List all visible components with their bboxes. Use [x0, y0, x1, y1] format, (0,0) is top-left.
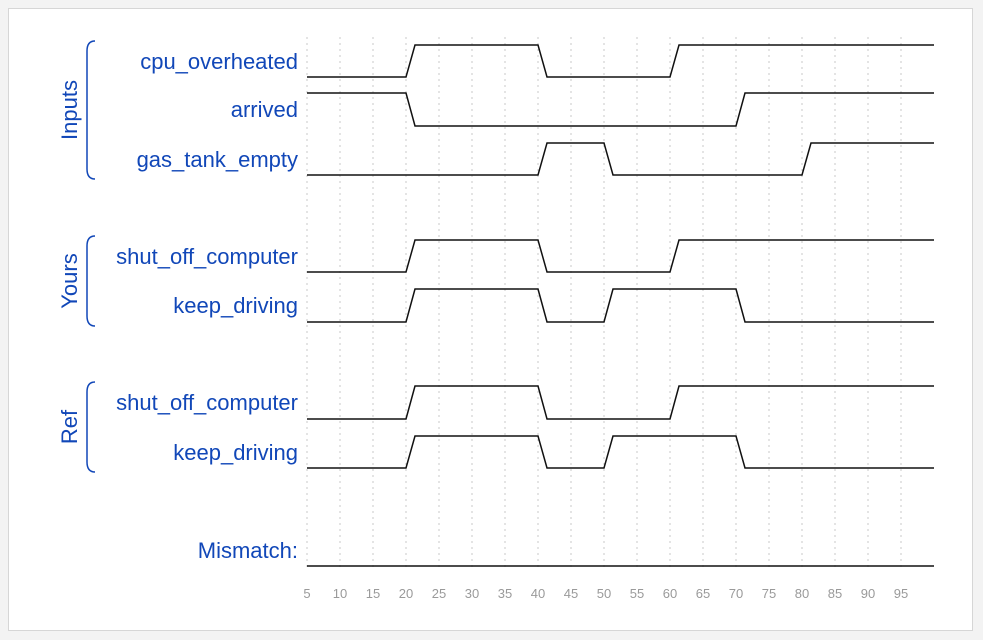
- tick-label-75: 75: [762, 586, 776, 601]
- tick-label-15: 15: [366, 586, 380, 601]
- tick-label-60: 60: [663, 586, 677, 601]
- signal-label-3: shut_off_computer: [116, 244, 298, 269]
- tick-label-30: 30: [465, 586, 479, 601]
- tick-label-95: 95: [894, 586, 908, 601]
- group-brace-0: [86, 40, 96, 180]
- tick-label-70: 70: [729, 586, 743, 601]
- tick-label-40: 40: [531, 586, 545, 601]
- waveform-3: [307, 239, 934, 273]
- tick-label-65: 65: [696, 586, 710, 601]
- waveform-6: [307, 435, 934, 469]
- tick-label-90: 90: [861, 586, 875, 601]
- tick-label-55: 55: [630, 586, 644, 601]
- tick-label-80: 80: [795, 586, 809, 601]
- waveform-diagram: 5 10 15 20 25 30 35 40 45 50 55 60 65 70 75 80 85 90 95 cpu…: [57, 37, 934, 601]
- waveform-4: [307, 288, 934, 323]
- tick-label-85: 85: [828, 586, 842, 601]
- tick-label-45: 45: [564, 586, 578, 601]
- group-label-2: Ref: [57, 409, 82, 444]
- tick-label-50: 50: [597, 586, 611, 601]
- tick-label-20: 20: [399, 586, 413, 601]
- signal-label-1: arrived: [231, 97, 298, 122]
- waveform-5: [307, 385, 934, 420]
- tick-label-35: 35: [498, 586, 512, 601]
- signal-label-4: keep_driving: [173, 293, 298, 318]
- tick-label-5: 5: [303, 586, 310, 601]
- group-label-1: Yours: [57, 253, 82, 308]
- group-brace-2: [86, 381, 96, 473]
- signal-label-2: gas_tank_empty: [137, 147, 298, 172]
- waveform-2: [307, 142, 934, 176]
- signal-label-5: shut_off_computer: [116, 390, 298, 415]
- waveform-panel: 5 10 15 20 25 30 35 40 45 50 55 60 65 70 75 80 85 90 95 cpu…: [8, 8, 973, 631]
- group-brace-1: [86, 235, 96, 327]
- waveform-1: [307, 92, 934, 127]
- group-label-0: Inputs: [57, 80, 82, 140]
- signal-label-7: Mismatch:: [198, 538, 298, 563]
- tick-label-10: 10: [333, 586, 347, 601]
- tick-label-25: 25: [432, 586, 446, 601]
- signal-label-0: cpu_overheated: [140, 49, 298, 74]
- signal-label-6: keep_driving: [173, 440, 298, 465]
- waveform-0: [307, 44, 934, 78]
